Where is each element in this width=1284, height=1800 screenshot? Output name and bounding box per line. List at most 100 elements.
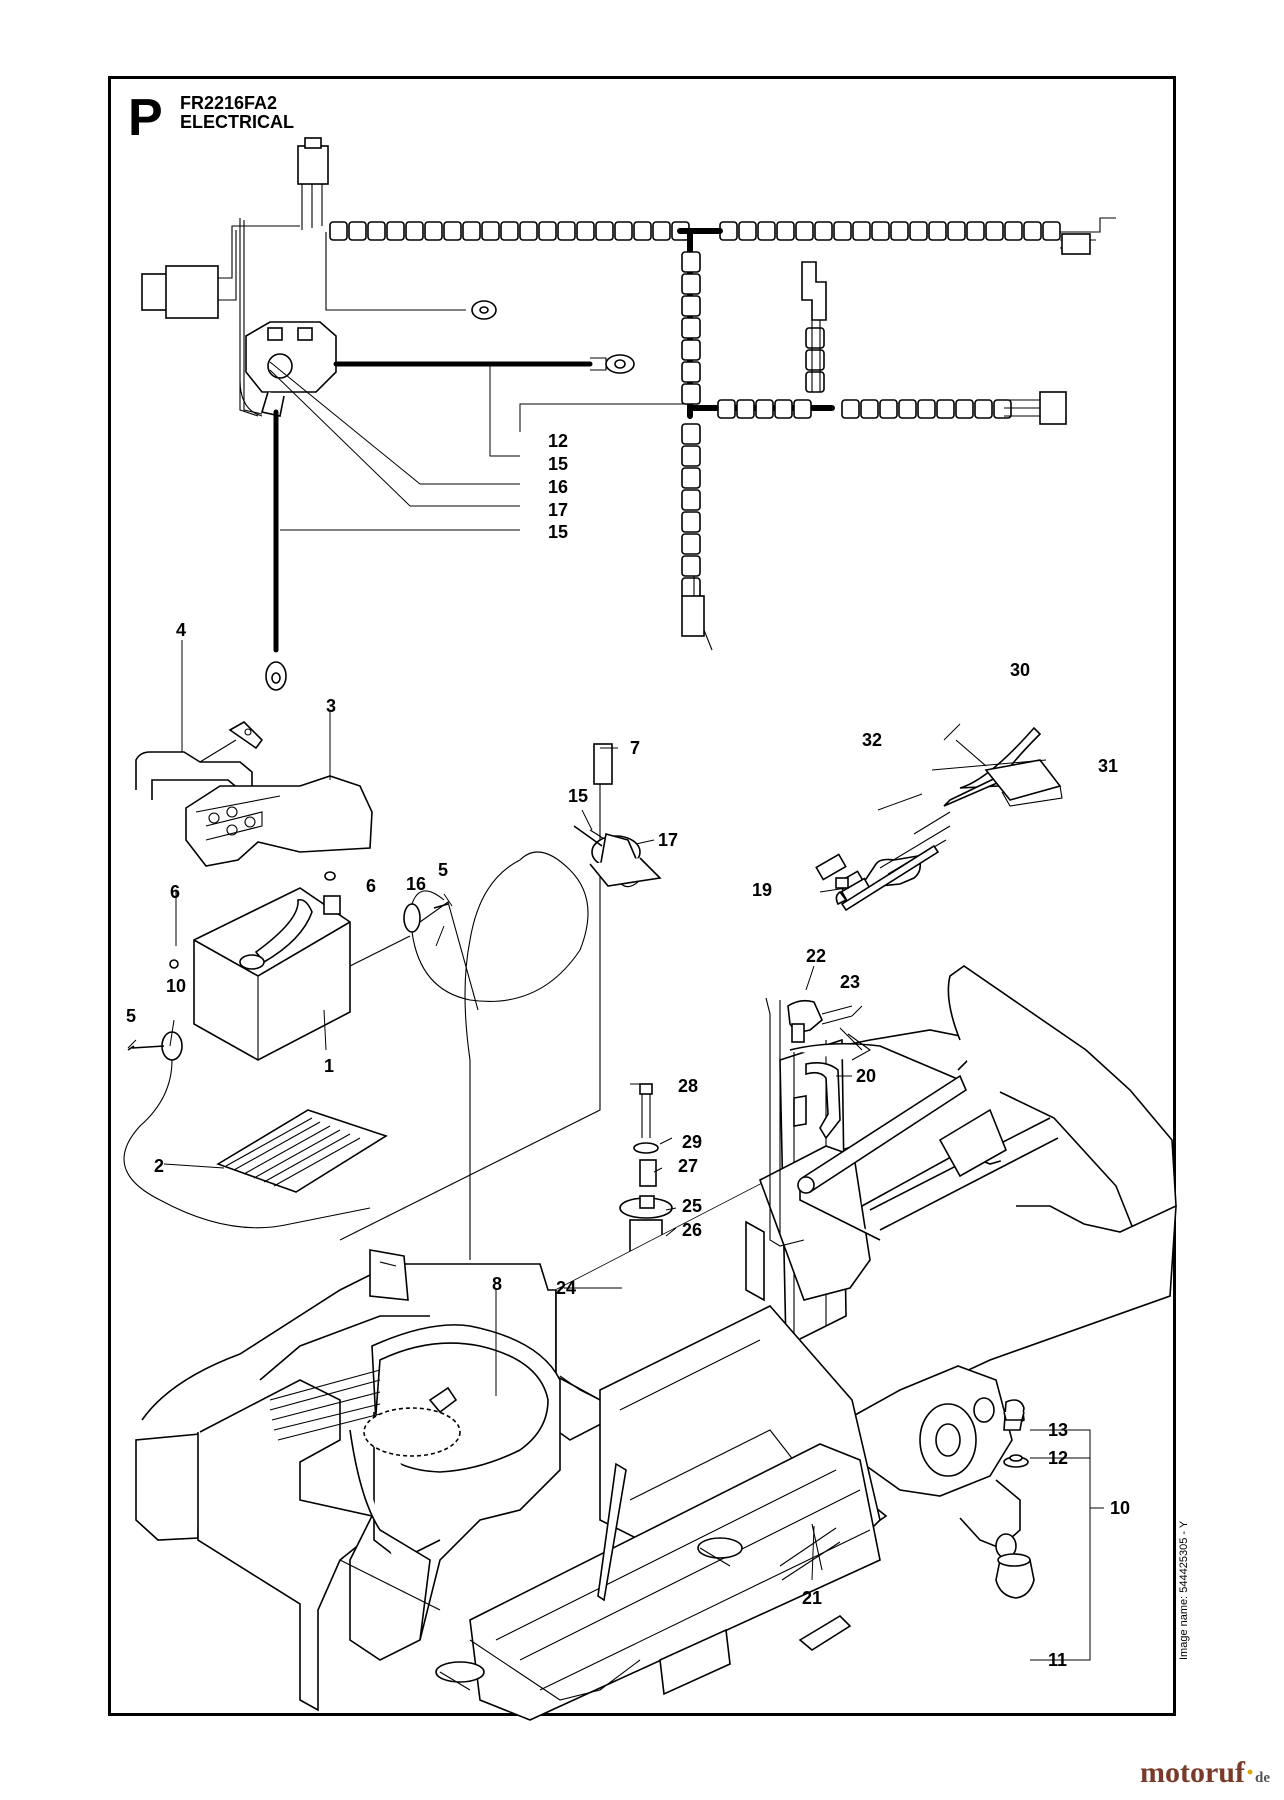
callout-2: 2 xyxy=(154,1156,164,1176)
loom-segment xyxy=(681,467,701,489)
callout-5-right: 5 xyxy=(438,860,448,880)
loom-segment xyxy=(681,511,701,533)
callout-5-left: 5 xyxy=(126,1006,136,1026)
callout-26: 26 xyxy=(682,1220,702,1240)
callout-15-top: 15 xyxy=(548,454,568,474)
loom-segment xyxy=(481,221,500,241)
callout-16-top: 15 xyxy=(548,522,568,542)
callout-14: 12 xyxy=(548,431,568,451)
callout-15: 15 xyxy=(568,786,588,806)
callout-8: 8 xyxy=(492,1274,502,1294)
callout-32: 32 xyxy=(862,730,882,750)
callout-29: 29 xyxy=(682,1132,702,1152)
callout-11: 11 xyxy=(1048,1650,1067,1670)
loom-segment xyxy=(681,339,701,361)
loom-segment xyxy=(681,317,701,339)
loom-segment xyxy=(936,399,955,419)
loom-segment xyxy=(386,221,405,241)
callout-21: 21 xyxy=(802,1588,822,1608)
loom-segment xyxy=(871,221,890,241)
loom-segment xyxy=(681,577,701,599)
loom-segment xyxy=(367,221,386,241)
loom-segment xyxy=(909,221,928,241)
loom-segment xyxy=(681,295,701,317)
battery-cover xyxy=(185,775,373,867)
loom-segment xyxy=(947,221,966,241)
callout-24: 24 xyxy=(556,1278,576,1298)
loom-segment xyxy=(805,371,825,393)
callout-10: 10 xyxy=(1110,1498,1130,1518)
loom-segment xyxy=(681,383,701,405)
section-letter: P xyxy=(128,89,163,147)
loom-segment xyxy=(805,327,825,349)
callout-30: 30 xyxy=(1010,660,1030,680)
section-title: ELECTRICAL xyxy=(180,112,294,132)
callout-6-left: 6 xyxy=(170,882,180,902)
callout-7: 7 xyxy=(630,738,640,758)
callout-16: 16 xyxy=(406,874,426,894)
operator-manual xyxy=(216,1109,388,1193)
loom-segment xyxy=(633,221,652,241)
loom-segment xyxy=(681,489,701,511)
callout-17-top: 16 xyxy=(548,477,568,497)
loom-segment xyxy=(557,221,576,241)
loom-segment xyxy=(424,221,443,241)
loom-segment xyxy=(443,221,462,241)
loom-segment xyxy=(681,361,701,383)
loom-segment xyxy=(538,221,557,241)
loom-segment xyxy=(898,399,917,419)
callout-12: 12 xyxy=(1048,1448,1068,1468)
loom-segment xyxy=(755,399,774,419)
loom-segment xyxy=(500,221,519,241)
brand-dot: · xyxy=(1244,1756,1255,1789)
callout-28: 28 xyxy=(678,1076,698,1096)
loom-segment xyxy=(1023,221,1042,241)
loom-segment xyxy=(681,251,701,273)
loom-segment xyxy=(736,399,755,419)
loom-segment xyxy=(681,423,701,445)
callout-22: 22 xyxy=(806,946,826,966)
callout-6-right: 6 xyxy=(366,876,376,896)
loom-segment xyxy=(955,399,974,419)
callout-19: 19 xyxy=(752,880,772,900)
callout-25: 25 xyxy=(682,1196,702,1216)
loom-segment xyxy=(776,221,795,241)
loom-segment xyxy=(852,221,871,241)
loom-segment xyxy=(652,221,671,241)
brand-watermark: motoruf·de xyxy=(1140,1756,1270,1790)
pto-switch xyxy=(815,726,1063,912)
callout-31: 31 xyxy=(1098,756,1118,776)
callout-3: 3 xyxy=(326,696,336,716)
callout-9: 10 xyxy=(166,976,186,996)
starter-solenoid xyxy=(573,743,662,887)
loom-segment xyxy=(841,399,860,419)
loom-segment xyxy=(793,399,812,419)
loom-segment xyxy=(717,399,736,419)
callout-27: 27 xyxy=(678,1156,698,1176)
mower-chassis xyxy=(135,965,1177,1721)
loom-segment xyxy=(1004,221,1023,241)
loom-segment xyxy=(985,221,1004,241)
model-code: FR2216FA2 xyxy=(180,93,278,113)
brand-name: motoruf xyxy=(1140,1756,1245,1789)
loom-segment xyxy=(833,221,852,241)
callout-18: 17 xyxy=(548,500,568,520)
loom-segment xyxy=(795,221,814,241)
loom-segment xyxy=(814,221,833,241)
loom-segment xyxy=(405,221,424,241)
loom-segment xyxy=(576,221,595,241)
loom-segment xyxy=(879,399,898,419)
loom-segment xyxy=(757,221,776,241)
loom-segment xyxy=(974,399,993,419)
loom-segment xyxy=(681,533,701,555)
brand-tld: de xyxy=(1255,1770,1270,1786)
wiring-harness xyxy=(141,137,1116,691)
callout-4: 4 xyxy=(176,620,186,640)
loom-segment xyxy=(738,221,757,241)
loom-segment xyxy=(329,221,348,241)
loom-segment xyxy=(614,221,633,241)
loom-segment xyxy=(462,221,481,241)
loom-segment xyxy=(681,273,701,295)
loom-segment xyxy=(805,349,825,371)
